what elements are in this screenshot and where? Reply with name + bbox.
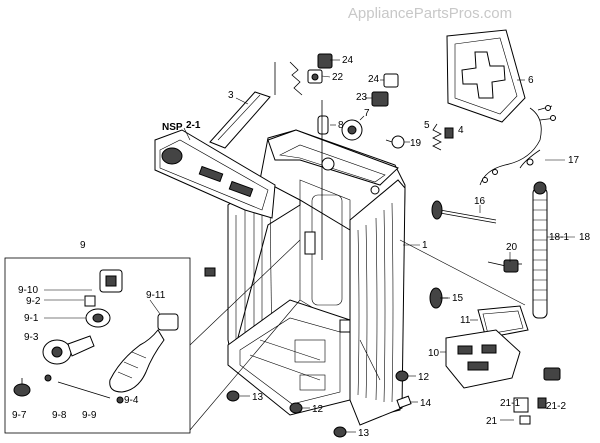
label-8: 8 [338,120,344,131]
label-9-2: 9-2 [26,296,41,307]
parts-group-21 [513,367,561,425]
label-24b: 24 [368,74,380,85]
wire-harness-part-17 [479,105,557,186]
label-18: 18 [579,232,591,243]
label-9-4: 9-4 [124,395,139,406]
part-number-labels: NSP 2-1 3 24 22 8 7 24 23 6 5 4 19 17 1 … [12,55,591,439]
label-9-11: 9-11 [146,290,166,301]
label-1: 1 [422,240,428,251]
label-9-10: 9-10 [18,285,38,296]
label-17: 17 [568,155,580,166]
label-nsp: NSP [162,122,183,133]
leader-lines [44,59,575,433]
lid-part-6 [446,29,526,123]
label-13a: 13 [252,392,264,403]
label-11: 11 [460,315,471,326]
label-9-9: 9-9 [82,410,97,421]
label-7: 7 [364,108,370,119]
label-19: 19 [410,138,422,149]
label-12a: 12 [418,372,430,383]
label-21-2: 21-2 [546,401,566,412]
top-hardware-parts [274,53,454,260]
rod-part-16 [431,200,497,224]
label-9-8: 9-8 [52,410,67,421]
hose-part-18 [532,181,548,319]
cabinet-assembly [227,129,406,426]
leveling-feet [204,267,412,438]
label-9-7: 9-7 [12,410,27,421]
label-6: 6 [528,75,534,86]
drain-assembly-box-part-9 [4,257,191,434]
label-22: 22 [332,72,344,83]
label-4: 4 [458,125,464,136]
label-12b: 12 [312,404,324,415]
label-2-1: 2-1 [186,120,201,131]
watermark-text: AppliancePartsPros.com [348,5,512,22]
label-21: 21 [486,416,498,427]
control-panel-part-2-1 [154,129,276,219]
label-16: 16 [474,196,486,207]
label-18-1: 18-1 [549,232,569,243]
pump-part-15 [429,287,448,309]
label-9-1: 9-1 [24,313,39,324]
power-cord-part-20 [487,259,522,273]
bracket-part-3 [209,91,271,149]
label-5: 5 [424,120,430,131]
label-13b: 13 [358,428,370,439]
label-24a: 24 [342,55,354,66]
label-23: 23 [356,92,368,103]
label-20: 20 [506,242,518,253]
detergent-box-parts-10-11 [445,305,529,389]
label-14: 14 [420,398,432,409]
label-10: 10 [428,348,440,359]
label-21-1: 21-1 [500,398,520,409]
label-9-3: 9-3 [24,332,39,343]
label-15: 15 [452,293,464,304]
label-9: 9 [80,240,86,251]
label-3: 3 [228,90,234,101]
